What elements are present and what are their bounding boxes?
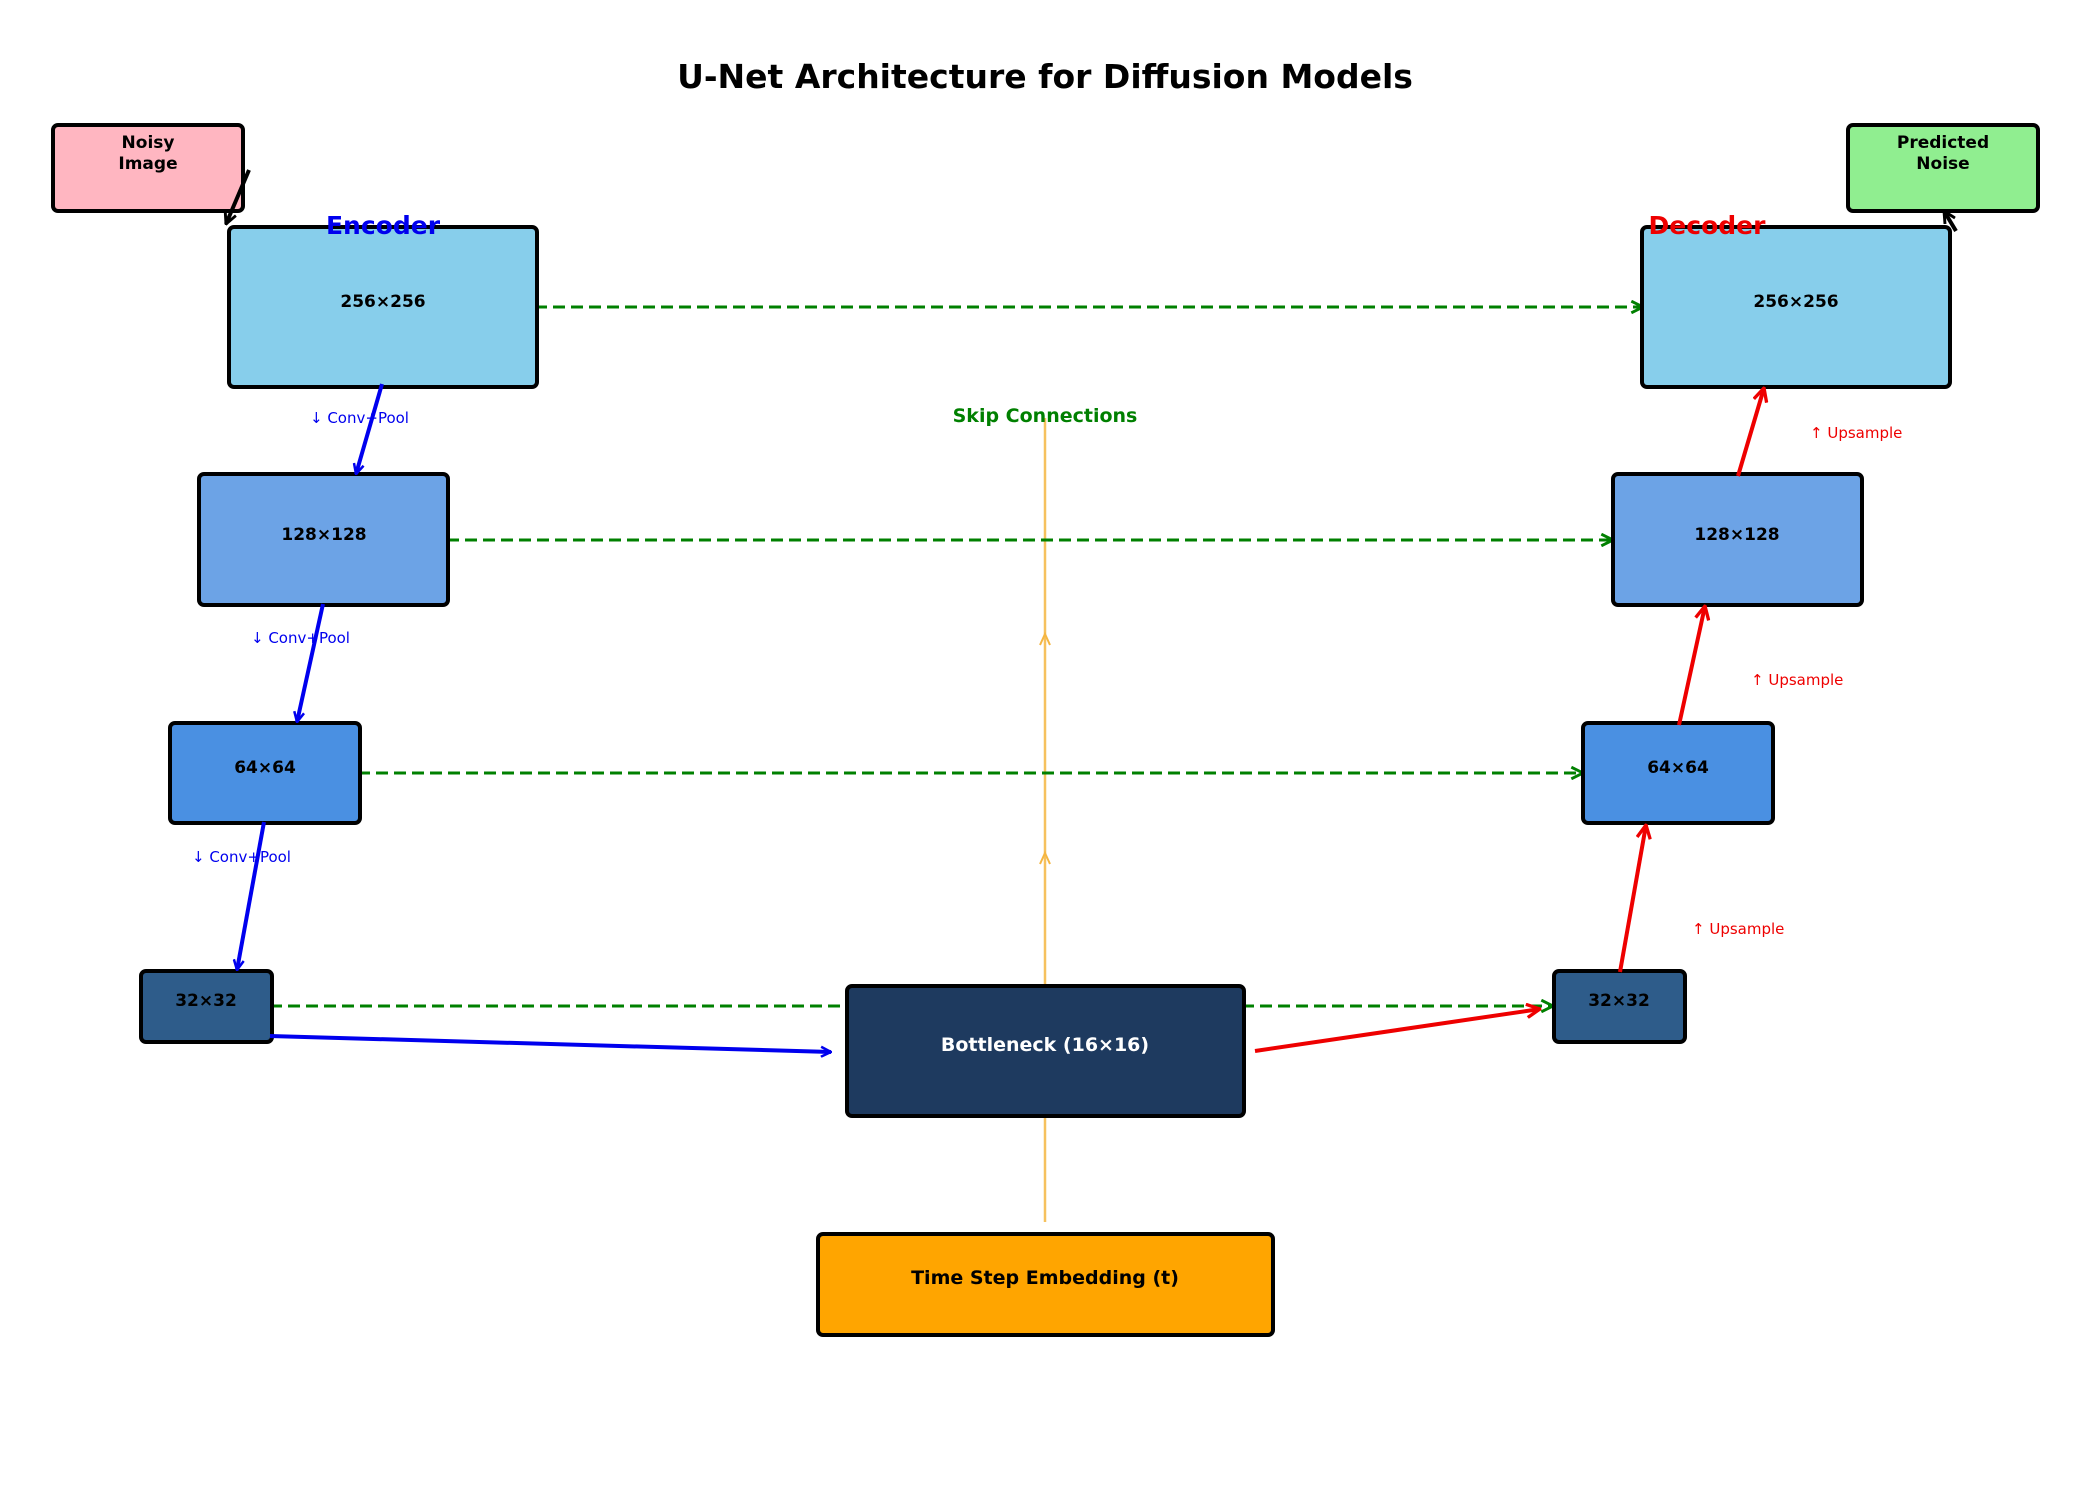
decoder-block-128-label: 128×128 (1694, 525, 1779, 545)
encoder-block-256-label: 256×256 (340, 292, 425, 312)
decoder-step-label-2: ↑ Upsample (1751, 671, 1843, 689)
noisy-image-input: Noisy Image (51, 123, 245, 213)
predicted-noise-label-line1: Predicted (1897, 133, 1989, 153)
decoder-arrow-128-256 (1736, 388, 1764, 477)
encoder-block-128-label: 128×128 (281, 525, 366, 545)
encoder-step-label-2: ↓ Conv+Pool (251, 629, 350, 647)
decoder-block-64-label: 64×64 (1647, 758, 1709, 778)
decoder-block-256-label: 256×256 (1753, 292, 1838, 312)
decoder-arrows (1254, 388, 1764, 1053)
encoder-block-32-label: 32×32 (175, 991, 237, 1011)
decoder-block-32-label: 32×32 (1588, 991, 1650, 1011)
encoder-block-64-label: 64×64 (234, 758, 296, 778)
encoder-arrow-64-32 (237, 821, 266, 970)
noisy-image-label-line1: Noisy (122, 133, 175, 153)
encoder-step-label-1: ↓ Conv+Pool (310, 409, 409, 427)
output-arrow (1942, 211, 1958, 233)
skip-connections-label: Skip Connections (953, 405, 1138, 427)
decoder-step-label-1: ↑ Upsample (1810, 424, 1902, 442)
bottleneck-label: Bottleneck (16×16) (941, 1034, 1149, 1056)
encoder-arrow-256-128 (356, 383, 384, 474)
decoder-arrow-64-128 (1677, 606, 1705, 726)
bottleneck: Bottleneck (16×16) (845, 984, 1246, 1118)
predicted-noise-output: Predicted Noise (1846, 123, 2040, 213)
time-step-embedding: Time Step Embedding (t) (816, 1232, 1275, 1337)
encoder-arrows (237, 383, 831, 1052)
decoder-arrow-bottleneck-32 (1254, 1009, 1540, 1053)
diagram-title: U-Net Architecture for Diffusion Models (677, 57, 1413, 96)
encoder-step-label-3: ↓ Conv+Pool (192, 848, 291, 866)
encoder: 256×256 128×128 64×64 32×32 Encoder (139, 211, 539, 1044)
input-arrow (226, 169, 251, 224)
decoder-arrow-32-64 (1618, 825, 1646, 973)
time-step-embedding-label: Time Step Embedding (t) (911, 1267, 1179, 1289)
decoder-step-label-3: ↑ Upsample (1692, 920, 1784, 938)
encoder-arrow-32-bottleneck (269, 1034, 831, 1052)
encoder-block-32 (139, 969, 274, 1044)
decoder: 256×256 128×128 64×64 32×32 Decoder (1552, 211, 1952, 1044)
encoder-arrow-128-64 (297, 603, 325, 722)
decoder-heading: Decoder (1649, 211, 1767, 240)
noisy-image-label-line2: Image (118, 154, 177, 174)
predicted-noise-label-line2: Noise (1916, 154, 1969, 174)
decoder-block-256 (1640, 225, 1952, 389)
encoder-heading: Encoder (326, 211, 441, 240)
